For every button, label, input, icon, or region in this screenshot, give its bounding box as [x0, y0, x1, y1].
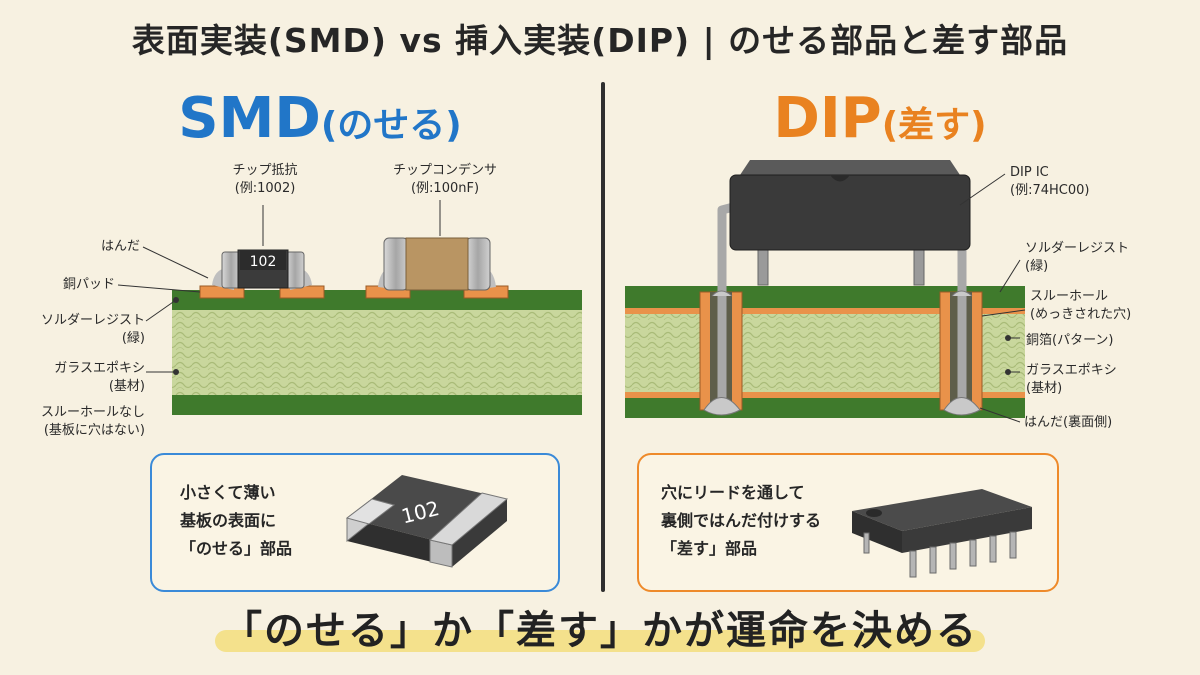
dip-info-text: 穴にリードを通して 裏側ではんだ付けする 「差す」部品: [661, 479, 821, 563]
chip-resistor-callout: チップ抵抗 (例:1002): [205, 162, 325, 197]
chip-capacitor-example: (例:100nF): [410, 180, 480, 196]
chip-resistor: 102: [212, 249, 312, 290]
dip-glass-epoxy-callout: ガラスエポキシ (基材): [1026, 362, 1117, 397]
dip-ic-illustration: [852, 489, 1032, 578]
smd-heading: SMD(のせる): [40, 86, 600, 151]
dip-solder-resist-callout: ソルダーレジスト (緑): [1025, 240, 1129, 275]
dip-glass-epoxy-label: ガラスエポキシ: [1026, 363, 1117, 378]
smd-solder-resist-callout: ソルダーレジスト (緑): [10, 312, 145, 347]
smd-chip-illustration: 102: [345, 475, 509, 568]
smd-no-through-hole-callout: スルーホールなし (基板に穴はない): [10, 404, 145, 439]
dip-diagram: [625, 160, 1026, 423]
dip-heading: DIP(差す): [600, 86, 1160, 151]
smd-info-line: 「のせる」部品: [180, 539, 293, 558]
dip-solder-back-label: はんだ(裏面側): [1024, 415, 1113, 430]
dip-solder-fillet: [703, 397, 741, 416]
smd-glass-epoxy-note: (基材): [108, 378, 145, 394]
smd-diagram: 102: [117, 200, 582, 415]
smd-info-text: 小さくて薄い 基板の表面に 「のせる」部品: [180, 479, 292, 563]
smd-info-line: 基板の表面に: [180, 511, 277, 530]
chip-capacitor-label: チップコンデンサ: [392, 163, 497, 178]
dip-solder-resist-label: ソルダーレジスト: [1025, 241, 1130, 256]
smd-glass-epoxy-callout: ガラスエポキシ (基材): [10, 360, 145, 395]
smd-heading-sub: (のせる): [320, 105, 462, 146]
dip-heading-sub: (差す): [881, 105, 987, 146]
smd-info-box: 小さくて薄い 基板の表面に 「のせる」部品 102: [150, 453, 560, 592]
slogan-highlight: [215, 630, 985, 652]
dip-solder-resist-note: (緑): [1025, 258, 1049, 274]
dip-info-line: 穴にリードを通して: [661, 483, 805, 502]
smd-no-through-hole-note: (基板に穴はない): [43, 422, 145, 438]
smd-no-through-hole-label: スルーホールなし: [40, 405, 145, 420]
smd-heading-main: SMD: [178, 86, 321, 151]
dip-info-line: 「差す」部品: [661, 539, 758, 558]
dip-info-box: 穴にリードを通して 裏側ではんだ付けする 「差す」部品: [637, 453, 1059, 592]
smd-solder-label: はんだ: [100, 239, 140, 254]
smd-info-line: 小さくて薄い: [180, 483, 276, 502]
chip-capacitor-callout: チップコンデンサ (例:100nF): [375, 162, 515, 197]
smd-solder-resist-label: ソルダーレジスト: [40, 313, 145, 328]
dip-ic-example: (例:74HC00): [1010, 182, 1090, 198]
smd-copper-pad-label: 銅パッド: [62, 277, 115, 292]
resistor-marking: 102: [250, 254, 277, 270]
smd-glass-epoxy-label: ガラスエポキシ: [54, 361, 145, 376]
dip-copper-foil-label: 銅箔(パターン): [1026, 333, 1114, 348]
page-title: 表面実装(SMD) vs 挿入実装(DIP) | のせる部品と差す部品: [131, 21, 1069, 60]
dip-ic-callout: DIP IC (例:74HC00): [1010, 164, 1089, 199]
smd-solder-resist-note: (緑): [121, 330, 145, 346]
dip-glass-epoxy-note: (基材): [1026, 380, 1063, 396]
dip-through-hole-callout: スルーホール (めっきされた穴): [1030, 288, 1131, 323]
dip-heading-main: DIP: [773, 86, 882, 151]
chip-resistor-example: (例:1002): [234, 180, 296, 196]
center-divider: [601, 82, 605, 592]
chip-resistor-label: チップ抵抗: [232, 163, 298, 178]
chip-capacitor: [378, 237, 496, 291]
dip-through-hole-label: スルーホール: [1030, 289, 1109, 304]
dip-through-hole-note: (めっきされた穴): [1030, 306, 1132, 322]
dip-info-line: 裏側ではんだ付けする: [661, 511, 822, 530]
dip-ic-label: DIP IC: [1010, 165, 1049, 180]
smd-pcb-board: [172, 290, 582, 415]
bottom-slogan: 「のせる」か「差す」かが運命を決める: [222, 608, 978, 654]
dip-ic-package: [729, 160, 971, 251]
dip-solder-fillet: [943, 397, 981, 416]
